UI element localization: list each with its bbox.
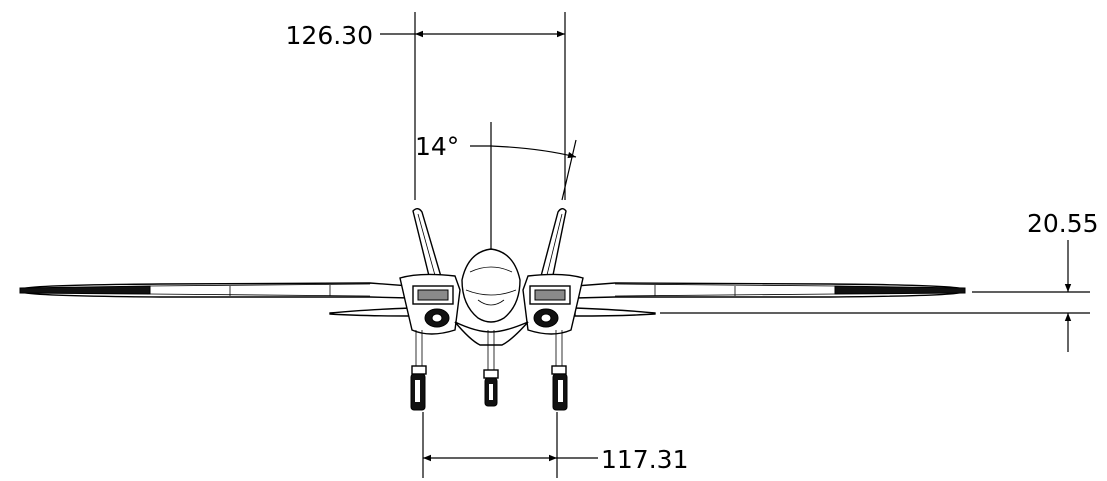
right-intake [522, 273, 584, 335]
dimension-gear-track: 117.31 [422, 412, 688, 478]
nose-landing-gear [483, 330, 499, 407]
tail-span-value: 126.30 [286, 21, 373, 50]
left-vertical-tail [412, 208, 443, 281]
dimension-tail-span: 126.30 [286, 12, 566, 200]
fuselage-nose [454, 248, 529, 346]
left-wing [19, 282, 411, 317]
aircraft-outline [19, 208, 966, 411]
tail-cant-value: 14° [415, 132, 459, 161]
right-main-landing-gear [551, 330, 568, 411]
right-wing [574, 282, 966, 317]
right-vertical-tail [539, 208, 567, 281]
dimension-wing-height: 20.55 [660, 209, 1099, 352]
gear-track-value: 117.31 [601, 445, 688, 474]
left-intake [399, 273, 461, 335]
wing-height-value: 20.55 [1027, 209, 1099, 238]
left-main-landing-gear [410, 330, 427, 411]
dimension-tail-cant-angle: 14° [415, 122, 577, 250]
